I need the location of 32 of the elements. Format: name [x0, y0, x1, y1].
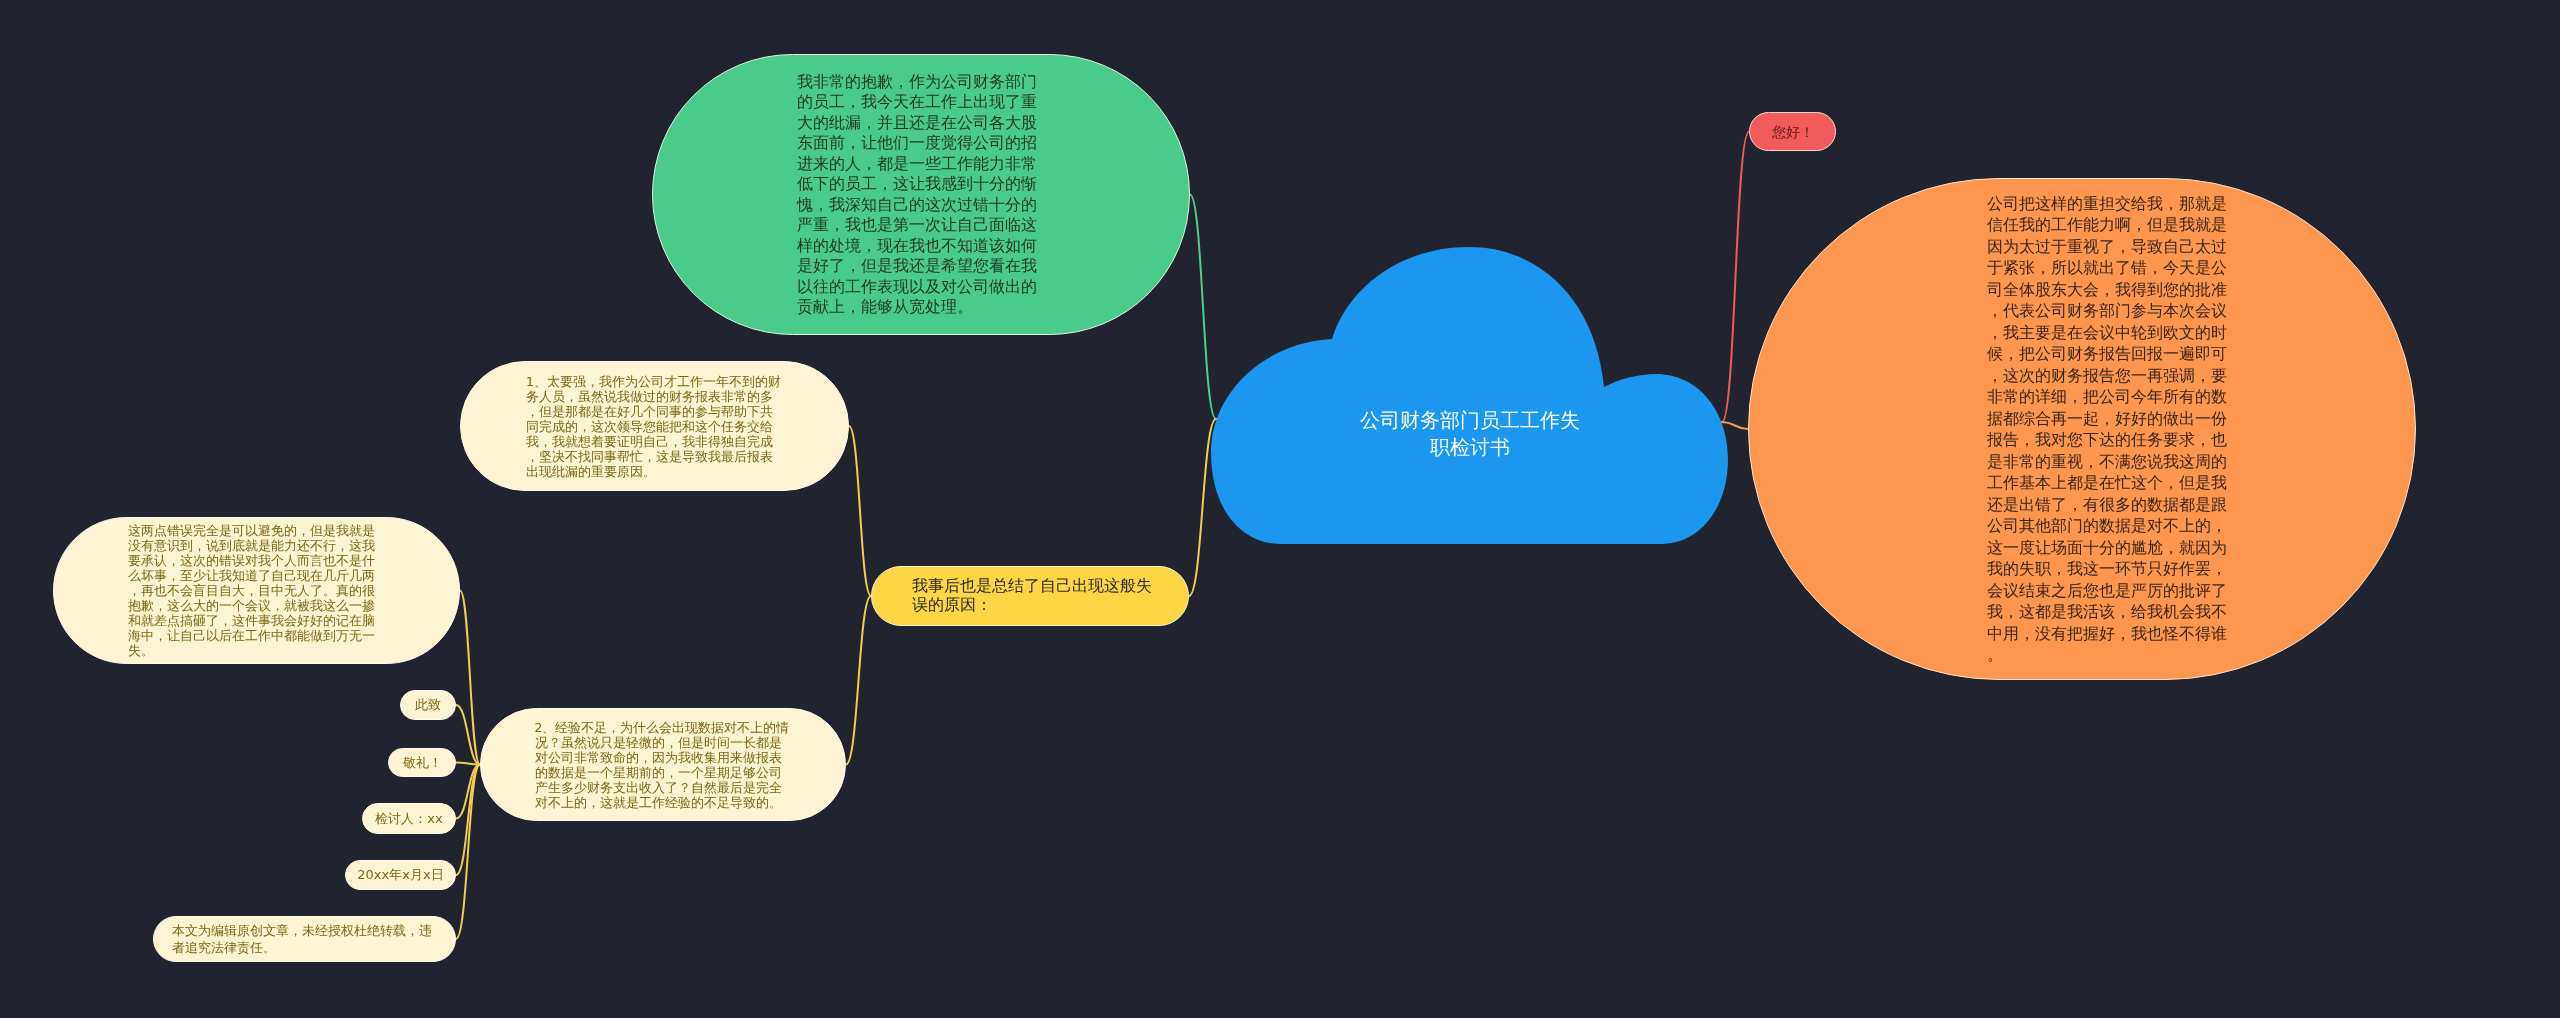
- branch-line: [459, 589, 481, 766]
- branch-line: [1721, 421, 1749, 430]
- topic-bubble: [362, 803, 456, 834]
- branch-line: [455, 761, 481, 766]
- topic-text: 2、经验不足，为什么会出现数据对不上的情况？虽然说只是轻微的，但是时间一长都是对公司非常致命的，因为我收集用来做报表的数据是一个星期前的，一个星期足够公司产生多少财务支出收入了？自然最后是完全对不上的，这就是工作经验的不足导致的。: [534, 719, 791, 810]
- topic-bubble: [1749, 112, 1836, 151]
- branch-line: [455, 704, 481, 766]
- branch-line: [1189, 193, 1217, 420]
- topic-text: 敬礼！: [402, 754, 442, 771]
- topic-text: 公司财务部门员工工作失职检讨书: [1358, 407, 1581, 461]
- branch-line: [845, 595, 872, 766]
- topic-text: 公司把这样的重担交给我，那就是信任我的工作能力啊，但是我就是因为太过于重视了，导致自己太过于紧张，所以就出了错，今天是公司全体股东大会，我得到您的批准，代表公司财务部门参与本次会议，我主要是在会议中轮到欧文的时候，把公司财务报告回报一遍即可，这次的财务报告您一再强调，要非常的详细，把公司今年所有的数据都综合再一起，好好的做出一份报告，我对您下达的任务要求，也是非常的重视，不满您说我这周的工作基本上都是在忙这个，但是我还是出错了，有很多的数据都是跟公司其他部门的数据是对不上的，这一度让场面十分的尴尬，就因为我的失职，我这一环节只好作罢，会议结束之后您也是严厉的批评了我，这都是我活该，给我机会我不中用，没有把握好，我也怪不得谁。: [1987, 192, 2228, 666]
- branch-line: [455, 763, 481, 940]
- topic-bubble: [871, 566, 1189, 626]
- topic-text: 1、太要强，我作为公司才工作一年不到的财务人员，虽然说我做过的财务报表非常的多，但是那都是在好几个同事的参与帮助下共同完成的，这次领导您能把和这个任务交给我，我就想着要证明自己，我非得独自完成，坚决不找同事帮忙，这是导致我最后报表出现纰漏的重要原因。: [526, 373, 782, 479]
- branch-line: [1721, 130, 1750, 423]
- topic-text: 检讨人：xx: [375, 810, 443, 827]
- branch-line: [848, 425, 872, 597]
- topic-text: 这两点错误完全是可以避免的，但是我就是没有意识到，说到底就是能力还不行，这我要承认，这次的错误对我个人而言也不是什么坏事，至少让我知道了自己现在几斤几两，再也不会盲目自大，目中无人了。真的很抱歉，这么大的一个会议，就被我这么一掺和就差点搞砸了，这件事我会好好的记在脑海中，让自己以后在工作中都能做到万无一失。: [128, 523, 376, 658]
- branch-line: [1188, 418, 1217, 597]
- branch-line: [455, 763, 481, 876]
- topic-bubble: [388, 748, 456, 777]
- topic-text: 您好！: [1771, 122, 1814, 141]
- topic-text: 我事后也是总结了自己出现这般失误的原因：: [912, 577, 1153, 615]
- topic-text: 本文为编辑原创文章，未经授权杜绝转载，违者追究法律责任。: [171, 922, 433, 956]
- topic-bubble: [400, 690, 456, 720]
- topic-bubble: [345, 860, 456, 890]
- topic-text: 我非常的抱歉，作为公司财务部门的员工，我今天在工作上出现了重大的纰漏，并且还是在公司各大股东面前，让他们一度觉得公司的招进来的人，都是一些工作能力非常低下的员工，这让我感到十分的惭愧，我深知自己的这次过错十分的严重，我也是第一次让自己面临这样的处境，现在我也不知道该如何是好了，但是我还是希望您看在我以往的工作表现以及对公司做出的贡献上，能够从宽处理。: [797, 71, 1038, 318]
- topic-text: 20xx年x月x日: [357, 867, 444, 883]
- topic-text: 此致: [415, 697, 441, 713]
- branch-line: [455, 763, 481, 820]
- topic-bubble: [153, 916, 456, 962]
